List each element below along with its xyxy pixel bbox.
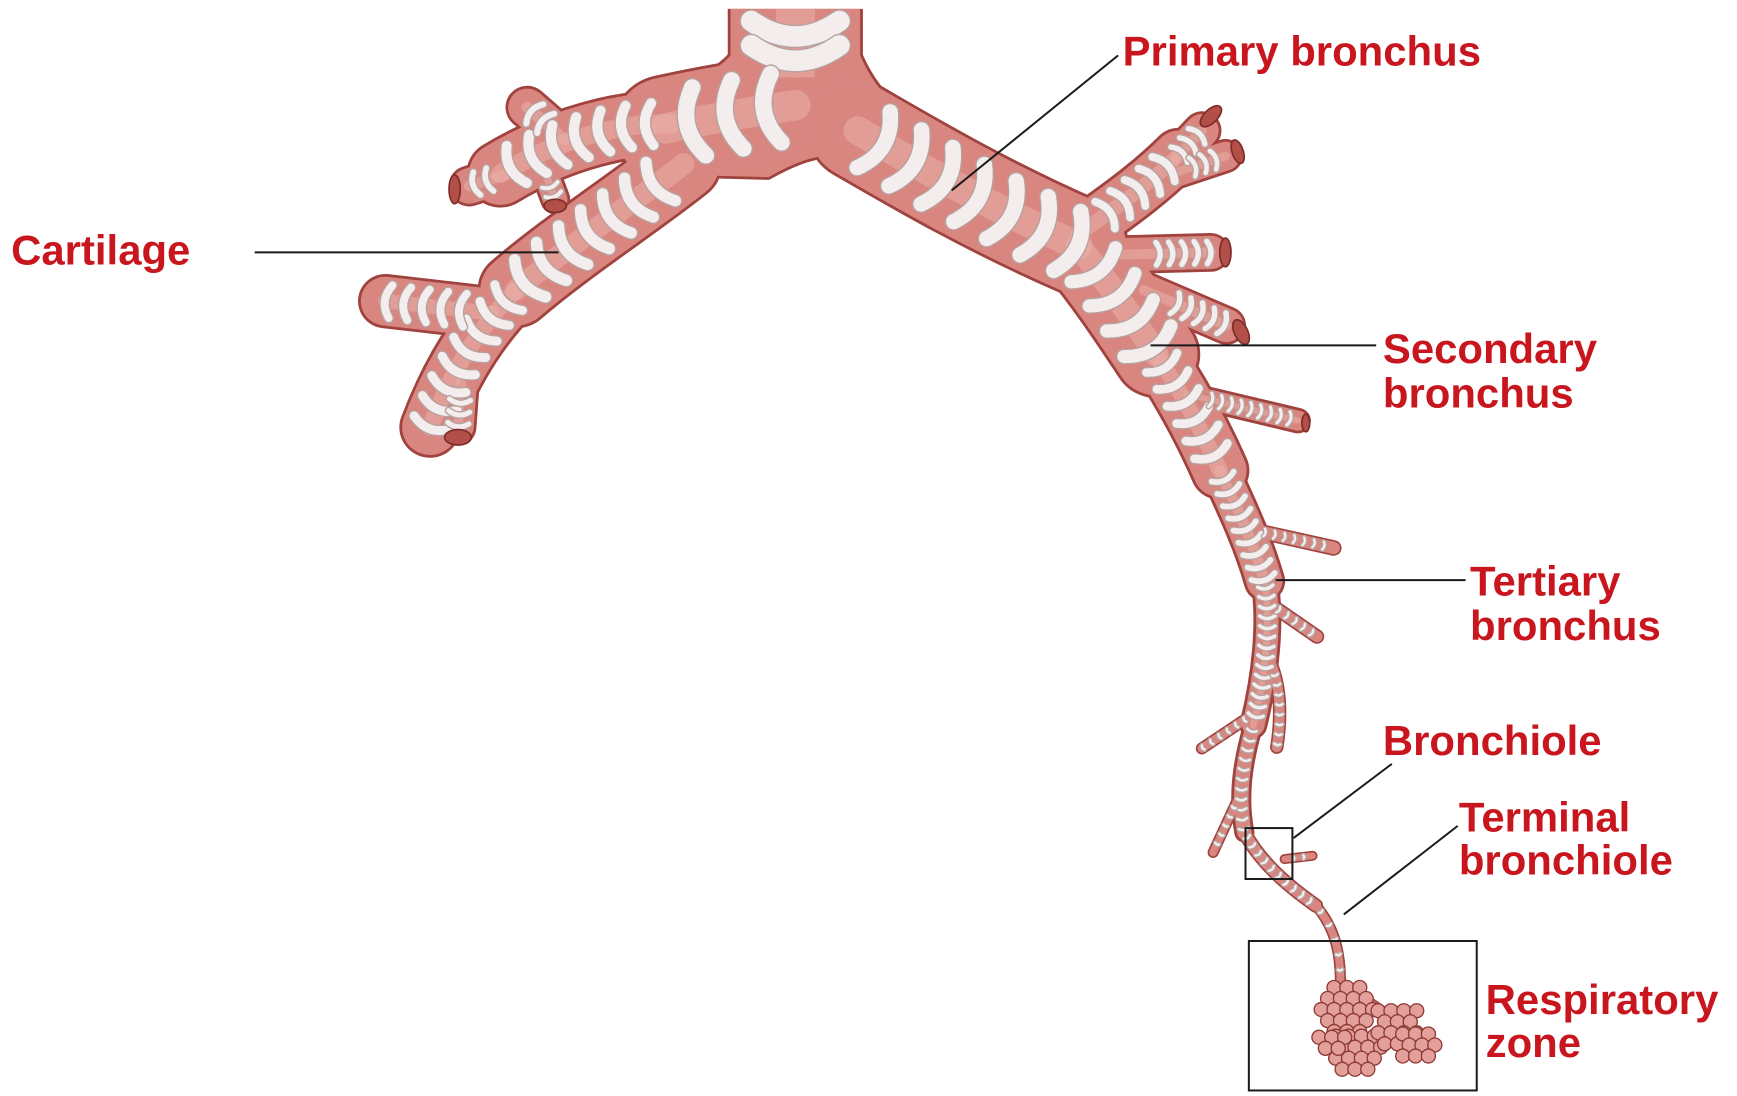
- cartilage-ring: [1277, 714, 1283, 715]
- cartilage-ring: [1276, 704, 1282, 705]
- airway-opening: [1220, 238, 1231, 267]
- secondary-bronchus-label: Secondary bronchus: [1383, 325, 1597, 416]
- alveolus: [1318, 1041, 1332, 1055]
- tertiary-bronchus-label-line-1: Tertiary: [1470, 558, 1621, 605]
- cartilage-ring: [1336, 954, 1340, 955]
- alveolus: [1378, 1037, 1392, 1051]
- airway-opening: [445, 430, 472, 445]
- airway-opening: [1302, 414, 1310, 432]
- primary-bronchus-label: Primary bronchus: [1123, 27, 1481, 74]
- tertiary-bronchus-label-line-2: bronchus: [1470, 602, 1661, 649]
- airway-opening: [449, 175, 460, 204]
- alveolus: [1396, 1049, 1410, 1063]
- respiratory-zone-label-line-2: zone: [1486, 1019, 1581, 1066]
- alveolus: [1331, 1041, 1345, 1055]
- secondary-bronchus-label-line-2: bronchus: [1383, 370, 1574, 417]
- alveolus: [1421, 1049, 1435, 1063]
- bronchiole-label: Bronchiole: [1383, 717, 1602, 764]
- cartilage-ring: [1276, 724, 1282, 725]
- terminal-bronchiole-label-line-1: Terminal: [1459, 794, 1630, 841]
- secondary-bronchus-label-line-1: Secondary: [1383, 325, 1597, 372]
- alveolus: [1361, 1062, 1375, 1076]
- cartilage-ring: [1338, 970, 1342, 971]
- airway-opening: [544, 199, 566, 212]
- alveolus: [1409, 1049, 1423, 1063]
- respiratory-zone-label-line-1: Respiratory: [1486, 976, 1719, 1023]
- bronchiole-stub: [1285, 856, 1313, 859]
- cartilage-ring: [1293, 856, 1294, 859]
- cartilage-ring: [1303, 855, 1304, 858]
- cartilage-label: Cartilage: [11, 227, 190, 274]
- alveolus: [1348, 1062, 1362, 1076]
- alveolus: [1335, 1062, 1349, 1076]
- terminal-bronchiole-label-line-2: bronchiole: [1459, 837, 1673, 884]
